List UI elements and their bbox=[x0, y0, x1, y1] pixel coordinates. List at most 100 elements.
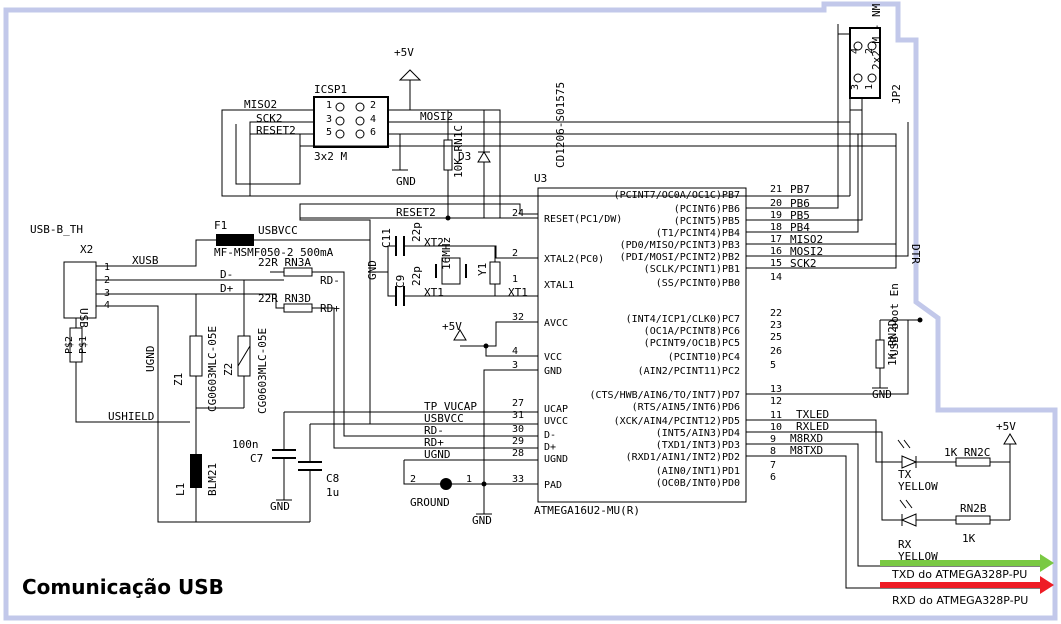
u3-right-pin-number: 15 bbox=[770, 258, 782, 269]
cg2-label: CG0603MLC-05E bbox=[256, 328, 269, 414]
net-xt1: XT1 bbox=[424, 286, 444, 299]
net-ugnd: UGND bbox=[144, 346, 157, 373]
icsp-pin2: 2 bbox=[370, 100, 376, 111]
y1-value: 16MHz bbox=[440, 237, 453, 270]
resistor-rn2d: 1K RN2D USB boot En GND bbox=[872, 283, 923, 401]
frame-border bbox=[3, 1, 1058, 621]
u3-right-pin-number: 26 bbox=[770, 346, 782, 357]
icsp-size: 3x2 M bbox=[314, 150, 347, 163]
ic-u3: U3 ATMEGA16U2-MU(R) 24RESET(PC1/DW)2XTAL… bbox=[512, 172, 823, 517]
u3-left-pin-number: 2 bbox=[512, 248, 518, 259]
u3-left-pin-name: D+ bbox=[544, 442, 556, 453]
u3-left-pin-name: XTAL2(PC0) bbox=[544, 254, 604, 265]
net-mosi2-top: MOSI2 bbox=[420, 110, 453, 123]
u3-right-pin-number: 19 bbox=[770, 210, 782, 221]
icsp-reset2: RESET2 bbox=[256, 124, 296, 137]
u3-right-pin-name: (AIN0/INT1)PD1 bbox=[656, 466, 740, 477]
rn2d-label: 1K RN2D bbox=[886, 320, 899, 366]
net-m8rxd: M8RXD bbox=[790, 432, 823, 445]
u3-left-pin-number: 1 bbox=[512, 274, 518, 285]
u3-right-net: PB7 bbox=[790, 183, 810, 196]
u3-left-pin-number: 28 bbox=[512, 448, 524, 459]
icsp-ref: ICSP1 bbox=[314, 83, 347, 96]
capacitor-c7: 100n C7 bbox=[232, 411, 538, 494]
u3-right-net: PB5 bbox=[790, 209, 810, 222]
net-dplus: D+ bbox=[220, 282, 234, 295]
blm-label: BLM21 bbox=[206, 463, 219, 496]
jumper-jp2: 4 2 3 1 2x2 M - NM JP2 bbox=[838, 3, 903, 196]
u3-left-pin-name: RESET(PC1/DW) bbox=[544, 214, 622, 225]
rn1c-label: 10K RN1C bbox=[452, 125, 465, 178]
icsp-pin6: 6 bbox=[370, 127, 376, 138]
net-xusb: XUSB bbox=[132, 254, 159, 267]
led-rx-color: YELLOW bbox=[898, 550, 938, 563]
u3-right-pin-name: (CTS/HWB/AIN6/TO/INT7)PD7 bbox=[589, 390, 740, 401]
led-tx-color: YELLOW bbox=[898, 480, 938, 493]
resistor-rn1c: 10K RN1C bbox=[443, 110, 465, 218]
u3-right-pin-name: (PCINT7/OC0A/OC1C)PB7 bbox=[614, 190, 740, 201]
icsp-pin3: 3 bbox=[326, 114, 332, 125]
u3-right-pin-number: 8 bbox=[770, 446, 776, 457]
u3-part: ATMEGA16U2-MU(R) bbox=[534, 504, 640, 517]
gnd-icsp: GND bbox=[396, 175, 416, 188]
led-rx-label: RX bbox=[898, 538, 912, 551]
u3-left-pin-name: AVCC bbox=[544, 318, 568, 329]
u3-left-pin-number: 24 bbox=[512, 208, 524, 219]
u3-right-pin-number: 13 bbox=[770, 384, 782, 395]
vcc-avcc: +5V bbox=[442, 320, 462, 333]
net-xt2: XT2 bbox=[424, 236, 444, 249]
usb-ps1: P$1 bbox=[78, 336, 89, 354]
jp2-size: 2x2 M - NM bbox=[870, 3, 883, 70]
capacitor-c11: C11 22p bbox=[380, 222, 423, 297]
capacitor-c8: C8 1u bbox=[298, 423, 538, 522]
u3-right-net: PB4 bbox=[790, 221, 810, 234]
u3-right-pin-name: (RTS/AIN5/INT6)PD6 bbox=[632, 402, 740, 413]
resistor-rn3a: 22R RN3A RD- bbox=[258, 256, 538, 437]
u3-left-pin-name: UVCC bbox=[544, 416, 568, 427]
usb-ps2: P$2 bbox=[64, 336, 75, 354]
c7-ref: C7 bbox=[250, 452, 263, 465]
rn2c-label: 1K RN2C bbox=[944, 446, 990, 459]
u3-right-net: SCK2 bbox=[790, 257, 817, 270]
resistor-rn2c: 1K RN2C bbox=[944, 446, 1010, 467]
u3-right-pin-number: 7 bbox=[770, 460, 776, 471]
usb-pin1: 1 bbox=[104, 262, 110, 273]
u3-right-pin-name: (PCINT10)PC4 bbox=[668, 352, 740, 363]
page-title: Comunicação USB bbox=[22, 575, 224, 599]
net-ugnd2: UGND bbox=[424, 448, 451, 461]
u3-left-pin-number: 31 bbox=[512, 410, 524, 421]
cg1-label: CG0603MLC-05E bbox=[206, 326, 219, 412]
u3-right-pin-name: (INT4/ICP1/CLK0)PC7 bbox=[626, 314, 740, 325]
gnd-u3: GND bbox=[472, 514, 492, 527]
u3-right-pin-number: 21 bbox=[770, 184, 782, 195]
gnd-crystal: GND bbox=[366, 260, 379, 280]
u3-right-pin-number: 10 bbox=[770, 422, 782, 433]
u3-right-pin-name: (PCINT6)PB6 bbox=[674, 204, 740, 215]
net-dminus: D- bbox=[220, 268, 233, 281]
usb-connector-label: USB-B_TH bbox=[30, 223, 83, 236]
u3-left-pin-name: XTAL1 bbox=[544, 280, 574, 291]
u3-right-pin-number: 22 bbox=[770, 308, 782, 319]
c11-value: 22p bbox=[410, 222, 423, 242]
u3-right-pin-number: 25 bbox=[770, 332, 782, 343]
u3-right-pin-name: (XCK/AIN4/PCINT12)PD5 bbox=[614, 416, 740, 427]
u3-right-pin-name: (OC1A/PCINT8)PC6 bbox=[644, 326, 740, 337]
vcc-icsp: +5V bbox=[394, 46, 414, 59]
resistor-rn3d: 22R RN3D RD+ bbox=[258, 292, 538, 449]
u3-left-pin-name: GND bbox=[544, 366, 562, 377]
u3-right-pin-name: (AIN2/PCINT11)PC2 bbox=[638, 366, 740, 377]
u3-left-pin-number: 29 bbox=[512, 436, 524, 447]
icsp-pin5: 5 bbox=[326, 127, 332, 138]
ground-jumper: 2 1 GROUND bbox=[403, 459, 538, 509]
net-reset2: RESET2 bbox=[396, 206, 436, 219]
u3-right-pin-number: 11 bbox=[770, 410, 782, 421]
icsp-miso2: MISO2 bbox=[244, 98, 277, 111]
cd-label: CD1206-S01575 bbox=[554, 82, 567, 168]
arrow-rxd: RXD do ATMEGA328P-PU bbox=[880, 576, 1054, 607]
c8-value: 1u bbox=[326, 486, 339, 499]
net-txled: TXLED bbox=[796, 408, 829, 421]
tvs-z1: Z1 CG0603MLC-05E bbox=[172, 294, 219, 422]
jp2-ref: JP2 bbox=[890, 84, 903, 104]
jp2-pin1: 1 bbox=[864, 84, 875, 90]
